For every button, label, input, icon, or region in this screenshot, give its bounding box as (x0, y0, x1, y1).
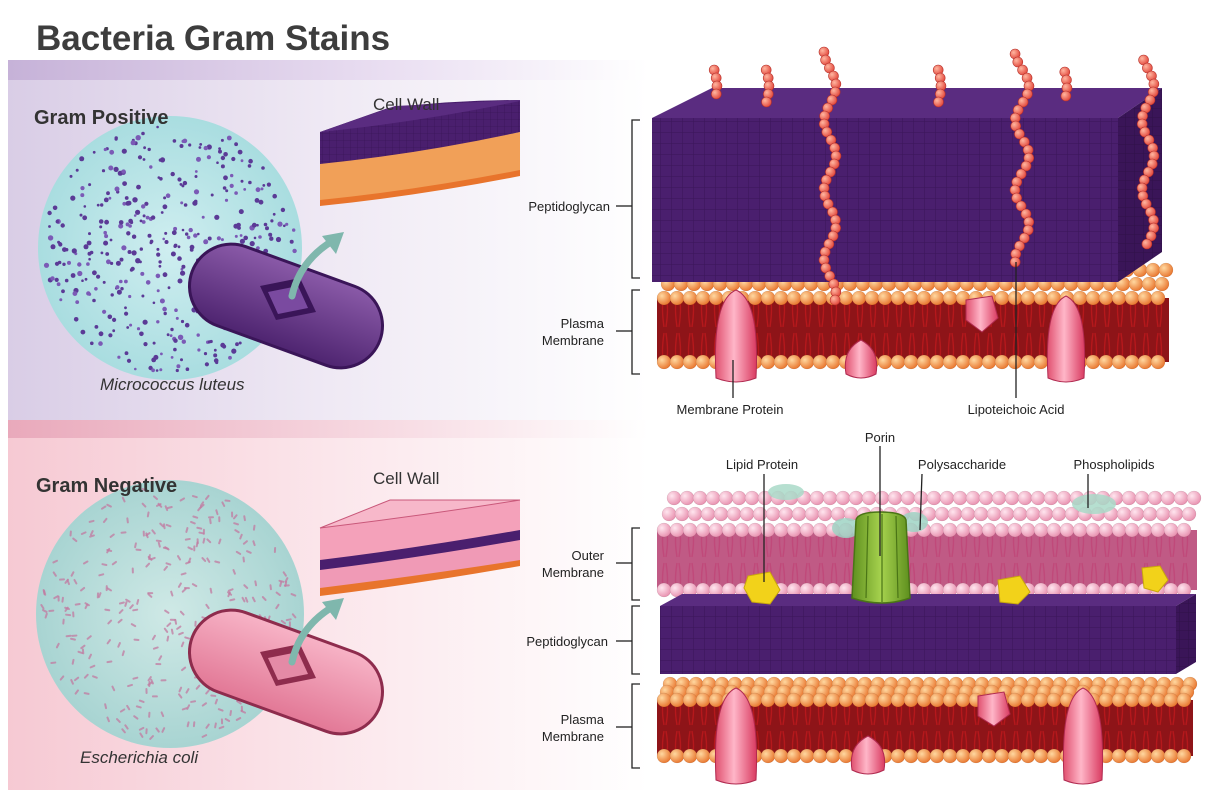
organism-label-negative: Escherichia coli (80, 748, 199, 767)
phospholipids-label: Phospholipids (1074, 457, 1155, 472)
cell-wall-label-positive: Cell Wall (373, 95, 439, 114)
negative-band (8, 420, 648, 438)
polysaccharide-blob (768, 484, 804, 500)
plasma-label-negative-1: Plasma (561, 712, 605, 727)
outer-membrane (657, 491, 1201, 597)
peptidoglycan-block-negative (660, 594, 1196, 674)
porin-label: Porin (865, 430, 895, 445)
lipoteichoic-acid-label: Lipoteichoic Acid (968, 402, 1065, 417)
outer-label-1: Outer (571, 548, 604, 563)
organism-label-positive: Micrococcus luteus (100, 375, 245, 394)
peptidoglycan-label-positive: Peptidoglycan (528, 199, 610, 214)
positive-band (8, 60, 648, 80)
page-title: Bacteria Gram Stains (36, 19, 390, 58)
plasma-label-positive-1: Plasma (561, 316, 605, 331)
membrane-protein-label: Membrane Protein (677, 402, 784, 417)
polysaccharide-blob (1072, 494, 1116, 514)
cell-wall-label-negative: Cell Wall (373, 469, 439, 488)
plasma-label-positive-2: Membrane (542, 333, 604, 348)
lipid-protein-label: Lipid Protein (726, 457, 798, 472)
gram-negative-heading: Gram Negative (36, 475, 177, 497)
polysaccharide-label: Polysaccharide (918, 457, 1006, 472)
peptidoglycan-block-positive (652, 88, 1162, 282)
gram-positive-heading: Gram Positive (34, 107, 169, 129)
plasma-label-negative-2: Membrane (542, 729, 604, 744)
outer-label-2: Membrane (542, 565, 604, 580)
peptidoglycan-label-negative: Peptidoglycan (526, 634, 608, 649)
